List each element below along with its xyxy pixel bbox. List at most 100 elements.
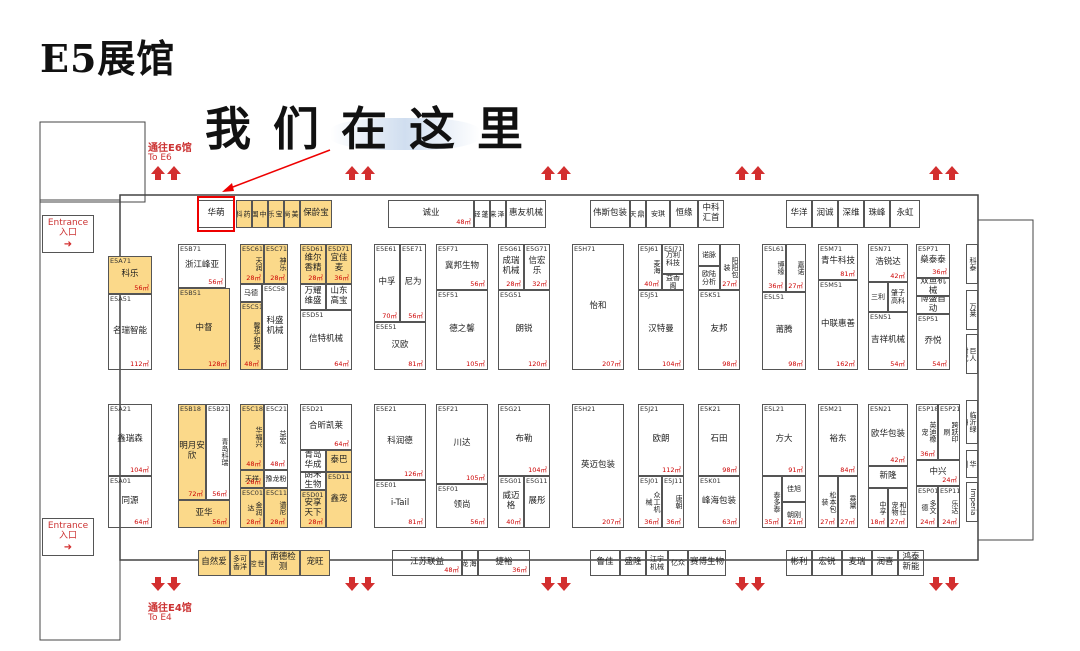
booth-e5s66[interactable]: 蓬轻雨冰	[474, 200, 490, 228]
booth-e5s68[interactable]: 惠友机械	[506, 200, 546, 228]
booth-e5s89[interactable]: 永虹	[890, 200, 920, 228]
booth-e5s39[interactable]: 鸿泰新能	[898, 550, 924, 576]
booth-e5q4[interactable]: 临沂绿洲	[966, 400, 978, 444]
booth-e5s28[interactable]: 赛傅生物	[688, 550, 726, 576]
booth-e5q1[interactable]: 科泰	[966, 244, 978, 284]
booth-e5s27[interactable]: 亿众	[668, 550, 688, 576]
booth-e5s75[interactable]: 安琪	[646, 200, 670, 228]
booth-e5q6[interactable]: Imperia	[966, 482, 978, 522]
booth-e5s06[interactable]: 南德检测	[266, 550, 300, 576]
booth-e5s71b[interactable]: 伟斯包装	[590, 200, 630, 228]
booth-e5b53[interactable]: 药科	[236, 200, 252, 228]
booth-e5k61[interactable]: 诺脉	[698, 244, 720, 266]
entrance-top[interactable]: Entrance 入口 ➜	[42, 215, 94, 253]
booth-e5n56[interactable]: 肇子高科	[888, 282, 908, 312]
booth-e5s21[interactable]: 鲁佳	[590, 550, 620, 576]
booth-e5d16[interactable]: 泰巴	[326, 450, 352, 472]
booth-e5n05[interactable]: 新隆	[868, 466, 908, 488]
booth-e5s35[interactable]: 海龙元	[462, 550, 478, 576]
booth-e5s05[interactable]: 世控	[250, 550, 266, 576]
booth-e5k55[interactable]: 欧陆分析	[698, 266, 720, 290]
booth-e5d05[interactable]: 朗禾生物	[300, 472, 326, 490]
booth-e5s83[interactable]: 润诚	[812, 200, 838, 228]
booth-e5b58[interactable]: 保龄宝	[300, 200, 332, 228]
booth-e5l13[interactable]: 佳旭	[782, 476, 806, 502]
booth-e5s85[interactable]: 深维	[838, 200, 864, 228]
booth-e5s31b[interactable]: 彬利	[786, 550, 812, 576]
booth-e5s77[interactable]: 恒缘	[670, 200, 698, 228]
booth-e5c52[interactable]: 马德	[240, 284, 262, 302]
booth-e5q2[interactable]: 万莱	[966, 290, 978, 330]
booth-e5s67[interactable]: 泽来	[490, 200, 506, 228]
booth-e5n55[interactable]: 三利	[868, 282, 888, 312]
booth-e5s87[interactable]: 珠峰	[864, 200, 890, 228]
booth-e5s81[interactable]: 华洋	[786, 200, 812, 228]
booth-e5j65[interactable]: 益香阁	[662, 274, 684, 290]
booth-e5q3[interactable]: 巨人时代	[966, 334, 978, 374]
booth-e5s37[interactable]: 润喜	[872, 550, 898, 576]
booth-e5s23[interactable]: 盛隆	[620, 550, 646, 576]
booth-e5s79[interactable]: 中科汇首	[698, 200, 724, 228]
booth-e5q5[interactable]: 华测	[966, 450, 978, 478]
entrance-bottom[interactable]: Entrance 入口 ➜	[42, 518, 94, 556]
booth-e5c15[interactable]: 豫龙粉	[264, 470, 288, 488]
